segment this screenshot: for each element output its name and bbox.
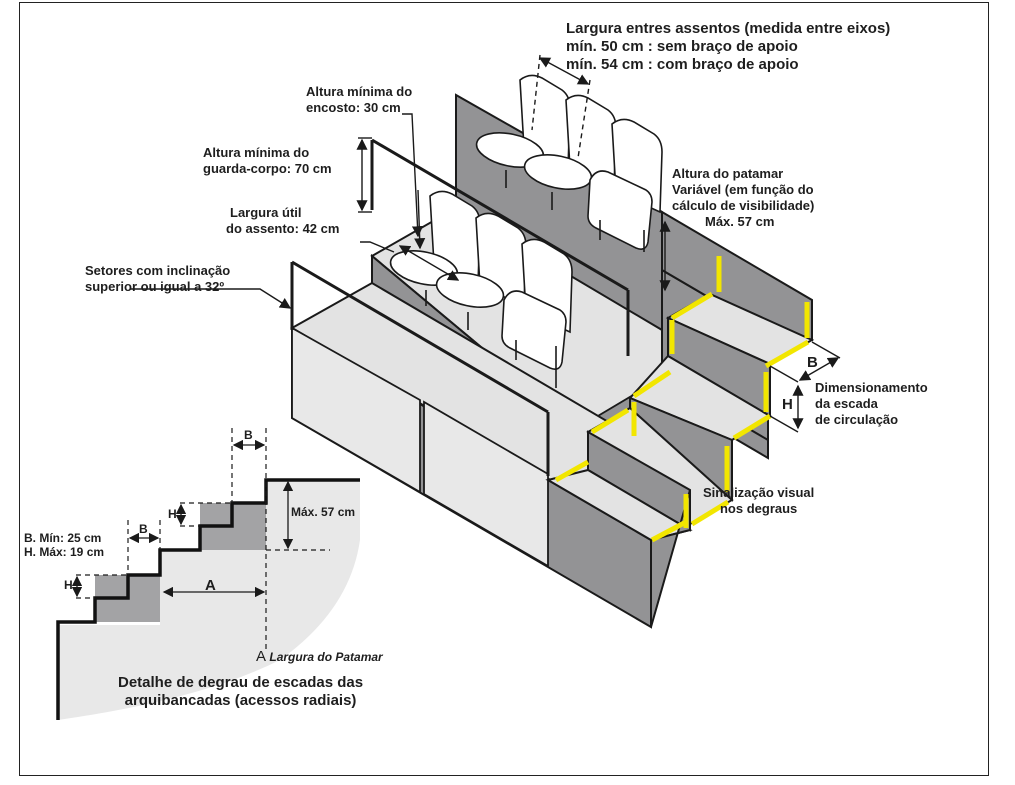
detail-caption-line2: arquibancadas (acessos radiais) — [124, 692, 357, 709]
stair-dim-h: H — [782, 396, 793, 413]
figure-frame — [19, 2, 989, 776]
seat-spacing-label: Largura entres assentos (medida entre ei… — [566, 20, 890, 74]
backrest-height-label: Altura mínima do encosto: 30 cm — [306, 84, 412, 116]
backrest-line2: encosto: 30 cm — [306, 100, 401, 115]
dimension-lines — [130, 54, 841, 433]
seat-spacing-min54: mín. 54 cm : com braço de apoio — [566, 56, 799, 73]
backrest-line1: Altura mínima do — [306, 84, 413, 99]
guardrail-line1: Altura mínima do — [203, 145, 310, 160]
upper-seat-row — [475, 74, 663, 252]
stair-sizing-label: Dimensionamento da escada de circulação — [815, 380, 928, 428]
visual-signal-line2: nos degraus — [719, 501, 798, 516]
sectors-label: Setores com inclinação superior ou igual… — [85, 263, 230, 295]
detail-limits-label: B. Mín: 25 cm H. Máx: 19 cm — [24, 531, 104, 559]
detail-b-top: B — [244, 428, 253, 442]
stair-sizing-line1: Dimensionamento — [815, 380, 928, 395]
seat-width-line2: do assento: 42 cm — [226, 221, 340, 236]
landing-line2: Variável (em função do — [672, 182, 814, 197]
landing-height-label: Altura do patamar Variável (em função do… — [672, 166, 814, 230]
stair-sizing-line3: de circulação — [815, 412, 899, 427]
detail-caption: Detalhe de degrau de escadas das arquiba… — [118, 674, 363, 710]
visual-signal-line1: Sinalização visual — [703, 485, 815, 500]
landing-line1: Altura do patamar — [672, 166, 784, 181]
stair-sizing-line2: da escada — [815, 396, 878, 411]
seat-spacing-title: Largura entres assentos (medida entre ei… — [566, 20, 891, 37]
visual-signal-stripes — [554, 256, 810, 543]
detail-b-min: B. Mín: 25 cm — [24, 531, 102, 545]
guardrail-line2: guarda-corpo: 70 cm — [203, 161, 332, 176]
visual-signal-label: Sinalização visual nos degraus — [703, 485, 814, 517]
glass-barrier — [290, 260, 550, 568]
seat-width-line1: Largura útil — [230, 205, 302, 220]
sectors-line2: superior ou igual a 32º — [85, 279, 225, 294]
detail-a: A — [205, 577, 216, 594]
detail-a-legend-letter: A — [256, 648, 266, 665]
landing-line3: cálculo de visibilidade) — [672, 198, 815, 213]
landing-line4: Máx. 57 cm — [705, 214, 775, 229]
seat-width-label: Largura útil do assento: 42 cm — [226, 205, 339, 237]
stair-dim-b: B — [807, 354, 818, 371]
detail-h-left: H — [64, 578, 73, 592]
detail-a-legend-text: Largura do Patamar — [269, 650, 383, 664]
circulation-stair — [545, 210, 815, 628]
detail-caption-line1: Detalhe de degrau de escadas das — [118, 674, 364, 691]
sectors-line1: Setores com inclinação — [85, 263, 231, 278]
detail-max-57: Máx. 57 cm — [291, 505, 356, 519]
detail-b-left: B — [139, 522, 148, 536]
lower-seat-row — [389, 190, 573, 388]
detail-a-legend: A Largura do Patamar — [256, 648, 383, 666]
seat-spacing-min50: mín. 50 cm : sem braço de apoio — [566, 38, 798, 55]
detail-h-top: H — [168, 507, 177, 521]
guardrail-height-label: Altura mínima do guarda-corpo: 70 cm — [203, 145, 332, 177]
detail-h-max: H. Máx: 19 cm — [24, 545, 105, 559]
stair-detail-drawing — [56, 428, 360, 720]
